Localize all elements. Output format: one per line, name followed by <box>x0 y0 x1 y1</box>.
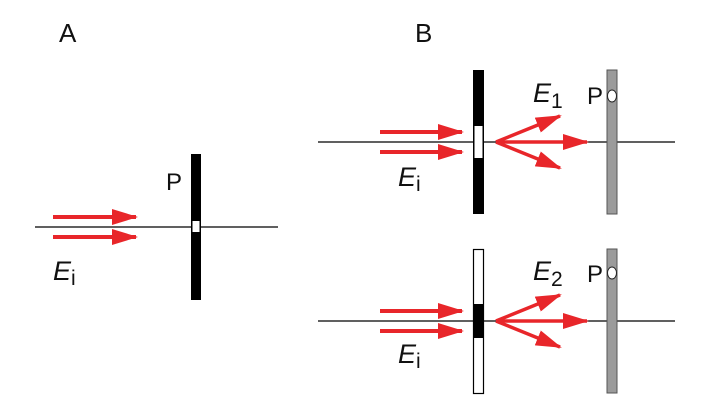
panel-a-label: A <box>59 18 77 48</box>
aperture-hole <box>474 126 483 158</box>
point-label: P <box>587 261 603 288</box>
diffracted-field-label: E2 <box>533 256 563 291</box>
point-label: P <box>587 83 603 110</box>
complementary-obstacle <box>473 304 484 338</box>
diffracted-arrow-down <box>495 319 562 349</box>
panel-b-top: P E1 Ei <box>318 69 675 215</box>
panel-b-bottom: P E2 Ei <box>318 248 675 395</box>
diffracted-arrow-up <box>495 293 562 323</box>
point-label: P <box>166 169 182 196</box>
incident-field-label: Ei <box>398 162 421 196</box>
detector-screen <box>606 69 618 215</box>
panel-a: A P Ei <box>35 18 278 300</box>
aperture-hole <box>192 221 200 232</box>
diffracted-field-label: E1 <box>533 78 563 113</box>
incident-field-label: Ei <box>398 339 421 373</box>
observation-point <box>607 266 617 280</box>
diffracted-arrow-up <box>495 114 562 144</box>
detector-screen <box>606 248 618 394</box>
incident-field-label: Ei <box>53 256 76 290</box>
panel-b: B P E1 Ei <box>318 18 675 395</box>
panel-b-label: B <box>415 18 432 48</box>
diffracted-arrow-down <box>495 140 562 170</box>
observation-point <box>607 89 617 103</box>
